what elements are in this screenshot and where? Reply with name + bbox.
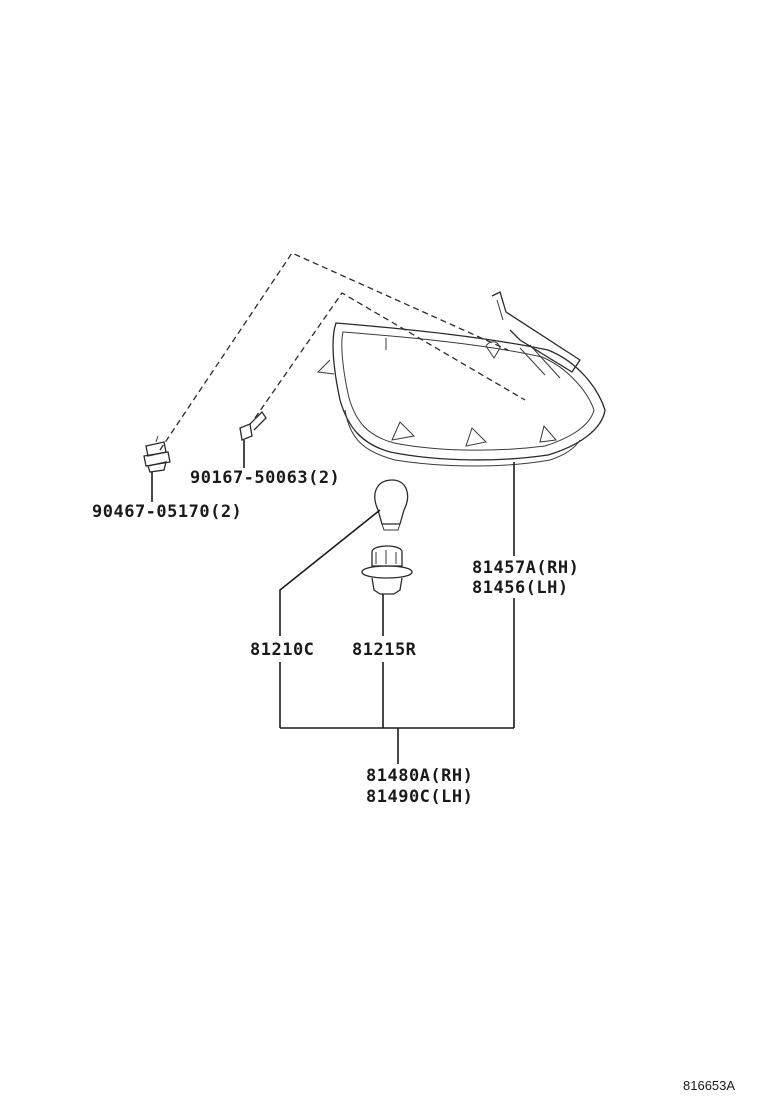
fog-lamp-lens xyxy=(316,291,606,467)
screw-part-number: 90167-50063(2) xyxy=(190,468,341,488)
bulb-part-number: 81210C xyxy=(250,640,315,660)
leader-lines xyxy=(151,440,515,764)
assembly-lh-part-number: 81490C(LH) xyxy=(366,787,474,807)
screw-part xyxy=(239,410,267,441)
dashed-assembly-lines xyxy=(159,252,526,451)
clip-part xyxy=(143,435,171,473)
socket-part xyxy=(361,545,413,595)
clip-part-number: 90467-05170(2) xyxy=(92,502,243,522)
bulb-part xyxy=(374,479,409,531)
socket-part-number: 81215R xyxy=(352,640,417,660)
diagram-reference-code: 816653A xyxy=(683,1078,736,1093)
assembly-rh-part-number: 81480A(RH) xyxy=(366,766,474,786)
lens-rh-part-number: 81457A(RH) xyxy=(472,558,580,578)
lens-lh-part-number: 81456(LH) xyxy=(472,578,569,598)
